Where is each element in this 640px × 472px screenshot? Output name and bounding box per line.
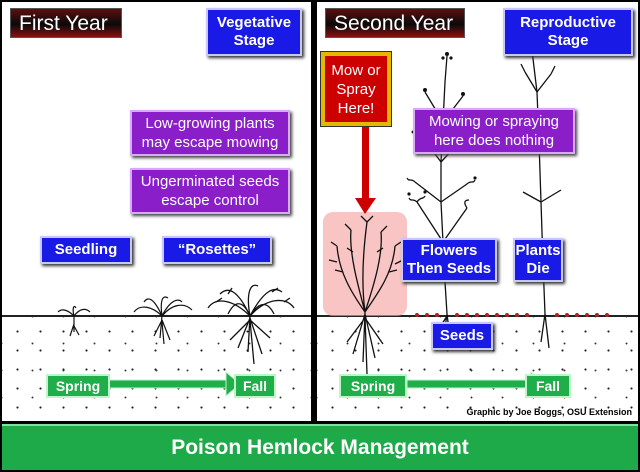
second-year-title: Second Year [325, 8, 465, 38]
seeds-label: Seeds [431, 322, 493, 350]
mow-or-spray-here-callout: Mow or Spray Here! [320, 51, 392, 127]
second-year-plants-illustration [323, 31, 609, 398]
graphic-credit: Graphic by Joe Boggs, OSU Extension [466, 407, 632, 417]
small-rosette-plant [133, 296, 193, 345]
mow-here-arrow [355, 116, 376, 214]
seedling-label: Seedling [40, 236, 132, 264]
spring-label: Spring [46, 374, 110, 398]
ground-line [2, 315, 311, 317]
first-year-title: First Year [10, 8, 122, 38]
first-year-plants-illustration [57, 284, 295, 398]
second-year-rosette-plant [328, 215, 404, 375]
first-year-timeline-arrow [97, 370, 241, 398]
large-rosette-plant [207, 284, 295, 365]
vegetative-stage-label: Vegetative Stage [206, 8, 302, 56]
reproductive-stage-label: Reproductive Stage [503, 8, 633, 56]
scattered-seeds [415, 313, 609, 317]
fall-label: Fall [525, 374, 571, 398]
fall-label: Fall [234, 374, 276, 398]
spring-label: Spring [339, 374, 407, 398]
low-growing-note: Low-growing plants may escape mowing [130, 110, 290, 156]
tall-flowering-plant [406, 55, 476, 347]
flowers-then-seeds-label: Flowers Then Seeds [401, 238, 497, 282]
poison-hemlock-management-title: Poison Hemlock Management [2, 424, 638, 470]
first-year-panel: First Year Vegetative Stage Low-growing … [2, 2, 311, 421]
soil [2, 316, 311, 421]
ungerminated-seeds-note: Ungerminated seeds escape control [130, 168, 290, 214]
second-year-panel: Second Year Reproductive Stage Mow or Sp… [317, 2, 638, 421]
plants-die-label: Plants Die [513, 238, 563, 282]
dead-plant [520, 31, 562, 349]
rosettes-label: “Rosettes” [162, 236, 272, 264]
mowing-does-nothing-note: Mowing or spraying here does nothing [413, 108, 575, 154]
seedling-plant [57, 305, 91, 337]
mow-zone-highlight [323, 212, 407, 316]
